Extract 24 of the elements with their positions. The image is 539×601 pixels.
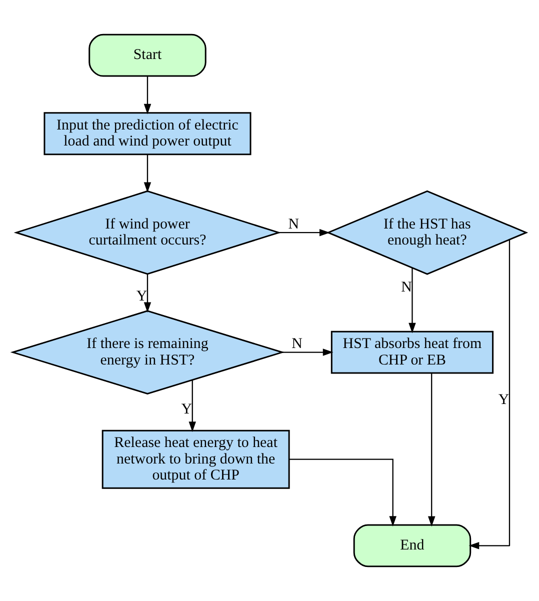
- edge-label: Y: [498, 392, 510, 408]
- node-box: Release heat energy to heat network to bring down the output of CHP: [102, 430, 290, 489]
- arrow: [408, 268, 416, 334]
- node-diamond: If the HST has enough heat?: [326, 190, 528, 275]
- arrow: [144, 154, 152, 193]
- arrow: [289, 458, 396, 527]
- arrow: [144, 76, 152, 114]
- node-box: End: [353, 524, 472, 568]
- edge-label: N: [401, 280, 412, 296]
- node-diamond: If there is remaining energy in HST?: [10, 310, 285, 395]
- edge-label: Y: [181, 401, 192, 418]
- node-box: Start: [88, 34, 206, 77]
- edge-label: N: [288, 216, 300, 232]
- arrow: [468, 240, 510, 550]
- arrow: [428, 373, 436, 527]
- edge-label: Y: [136, 288, 148, 304]
- node-diamond: If wind power curtailment occurs?: [14, 190, 282, 275]
- node-box: Input the prediction of electric load and wind power output: [44, 112, 252, 156]
- arrow: [188, 380, 196, 432]
- arrow: [278, 228, 330, 236]
- node-box: HST absorbs heat from CHP or EB: [330, 330, 494, 374]
- arrow: [282, 348, 334, 356]
- edge-label: N: [292, 336, 302, 352]
- arrow: [144, 274, 152, 313]
